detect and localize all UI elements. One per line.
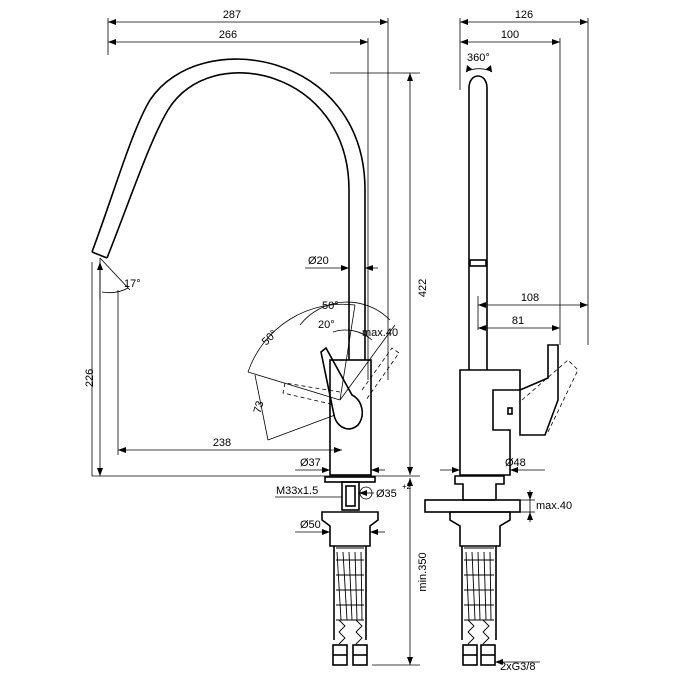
side-body [459, 369, 521, 476]
dim-min350: min.350 [417, 552, 429, 591]
dim-226: 226 [84, 369, 96, 387]
dim-d37: Ø37 [300, 457, 321, 469]
front-view: 287 266 422 226 238 [84, 9, 429, 666]
dim-50deg-b: 50° [322, 300, 339, 312]
dim-20deg: 20° [318, 319, 335, 331]
lever-alt-left [282, 382, 341, 406]
side-view: 126 100 360° 108 81 Ø48 [424, 9, 589, 673]
dim-126: 126 [515, 9, 533, 21]
dim-d35-tol: +2 [402, 482, 412, 491]
spout-inner [91, 58, 366, 360]
dim-d20: Ø20 [308, 255, 329, 267]
dim-17deg: 17° [124, 278, 141, 290]
lever [320, 346, 364, 430]
side-spout [468, 75, 488, 370]
side-hoses [461, 546, 497, 666]
side-base-plate [424, 499, 521, 513]
mixer-body [329, 359, 372, 476]
side-aerator-mark [469, 259, 487, 267]
dim-d48: Ø48 [505, 457, 526, 469]
dim-360deg: 360° [467, 52, 490, 64]
dim-81: 81 [512, 315, 524, 327]
side-nut [449, 511, 511, 547]
dim-connection: 2xG3/8 [500, 661, 535, 673]
supply-hoses [332, 546, 368, 666]
dim-108: 108 [521, 292, 539, 304]
dim-thread: M33x1.5 [276, 485, 318, 497]
side-lever [519, 344, 559, 436]
spout-outer [106, 72, 350, 360]
dim-100: 100 [501, 29, 519, 41]
dim-max40-side: max.40 [536, 500, 572, 512]
side-lever-alt [521, 359, 579, 433]
dim-266: 266 [219, 29, 237, 41]
dim-73: 73 [252, 400, 267, 415]
front-dimensions: 287 266 422 226 238 [84, 9, 429, 666]
threaded-shank [341, 481, 360, 511]
lever-alt-right [361, 347, 400, 401]
dim-287: 287 [223, 9, 241, 21]
dim-max40-front: max.40 [362, 327, 398, 339]
mounting-nut [321, 511, 379, 547]
dim-50deg-a: 50° [260, 328, 280, 348]
side-dimensions: 126 100 360° 108 81 Ø48 [440, 9, 589, 673]
dim-d35: Ø35 [376, 488, 397, 500]
dim-238: 238 [213, 437, 231, 449]
dim-422: 422 [417, 279, 429, 297]
dim-d50: Ø50 [300, 519, 321, 531]
